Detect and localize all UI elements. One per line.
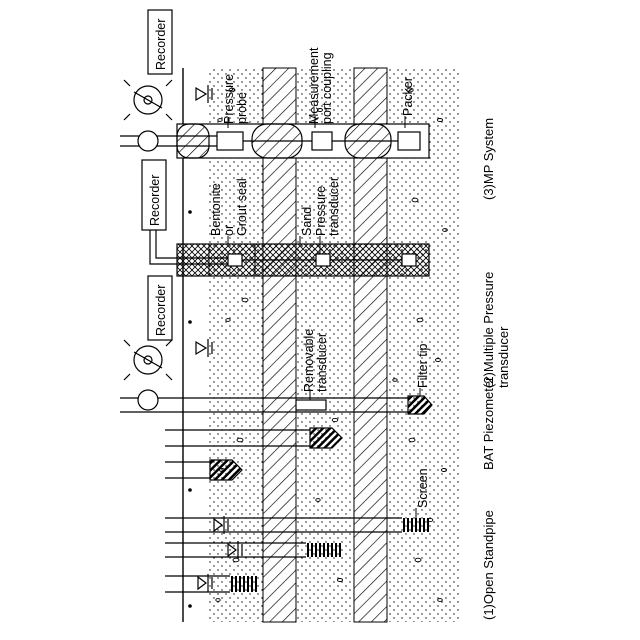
screen-1 (404, 518, 428, 532)
recorder-2: Recorder (142, 160, 166, 230)
caption-bat-piezometer: BAT Piezometer (481, 376, 496, 470)
screen-label: Screen (416, 468, 430, 508)
measurement-port-label: Measurementport coupling (307, 47, 334, 124)
stone-marker (188, 320, 192, 324)
pressure-probe-body (217, 132, 243, 150)
recorder-3: Recorder (148, 276, 172, 340)
removable-transducer-label: Removabletransducer (302, 329, 329, 392)
transducer-2 (316, 254, 330, 266)
measurement-port (312, 132, 332, 150)
recorder-label: Recorder (154, 285, 168, 336)
pulley-icon (138, 390, 158, 410)
packer-label: Packer (401, 77, 415, 116)
removable-transducer-body (296, 400, 326, 410)
packer-1 (177, 124, 209, 158)
sand-label: Sand (300, 207, 314, 236)
filter-tip-label: Filter tip (416, 344, 430, 389)
transducer-1 (228, 254, 242, 266)
packer-body (398, 132, 420, 150)
caption-open-standpipe: (1)Open Standpipe (481, 510, 496, 620)
caption-multiple-pressure: (2)Multiple Pressuretransducer (481, 272, 511, 388)
recorder-label: Recorder (154, 19, 168, 70)
stone-marker (188, 604, 192, 608)
pulley-icon (138, 131, 158, 151)
caption-mp-system: (3)MP System (481, 118, 496, 200)
stone-marker (188, 488, 192, 492)
screen-2 (308, 543, 340, 557)
transducer-3 (402, 254, 416, 266)
stone-marker (188, 210, 192, 214)
recorder-label: Recorder (148, 175, 162, 226)
screen-3 (232, 576, 256, 592)
recorder-1: Recorder (148, 10, 172, 74)
captions: (3)MP System (2)Multiple Pressuretransdu… (481, 118, 511, 620)
